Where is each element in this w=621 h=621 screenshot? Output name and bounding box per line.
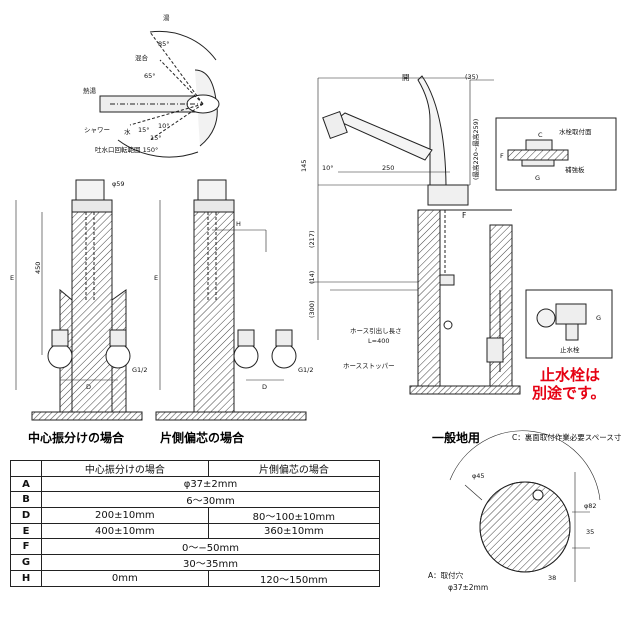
svg-text:85°: 85° (158, 40, 170, 48)
table-row: A φ37±2mm (10, 476, 380, 492)
svg-text:D: D (86, 383, 91, 391)
row-value: φ37±2mm (41, 476, 380, 492)
row-value-center: 200±10mm (41, 507, 209, 524)
svg-text:ホース引出し長さ: ホース引出し長さ (350, 326, 402, 335)
svg-text:G1/2: G1/2 (298, 366, 314, 374)
svg-text:C：裏面取付作業必要スペース寸法: C：裏面取付作業必要スペース寸法 (512, 432, 621, 442)
svg-text:ホースストッパー: ホースストッパー (343, 362, 395, 370)
row-value-offset: 360±10mm (207, 523, 381, 539)
stop-valve-box (525, 289, 613, 359)
row-value-offset: 80〜100±10mm (207, 507, 381, 524)
svg-text:A：取付穴: A：取付穴 (428, 570, 464, 580)
install-view-center-labels: φ59 E 450 D G1/2 (10, 180, 148, 391)
svg-text:F: F (500, 152, 504, 160)
svg-text:水: 水 (124, 127, 131, 136)
svg-text:15°: 15° (138, 126, 150, 134)
mount-detail-labels: C 水栓取付面 F G 補強板 (500, 127, 592, 182)
svg-text:38: 38 (548, 574, 556, 582)
svg-text:450: 450 (34, 262, 42, 274)
svg-text:(35): (35) (465, 73, 478, 81)
row-key: B (10, 491, 42, 508)
svg-text:φ82: φ82 (584, 502, 597, 510)
top-plan-labels: 湯 混合 熱湯 シャワー 水 吐水口回転範囲 150° 85° 65° 15° … (83, 13, 170, 154)
svg-text:10°: 10° (158, 122, 170, 130)
svg-text:L=400: L=400 (368, 337, 389, 345)
svg-text:シャワー: シャワー (84, 126, 110, 134)
spec-header-key (10, 460, 42, 477)
row-key: F (10, 538, 42, 555)
table-row: E 400±10mm 360±10mm (10, 523, 381, 539)
install-view-center (15, 179, 143, 421)
install-view-offset (155, 179, 307, 421)
svg-text:湯: 湯 (163, 13, 170, 22)
row-value: 30〜35mm (41, 554, 380, 571)
row-value: 6〜30mm (41, 491, 380, 508)
row-key: H (10, 570, 42, 587)
svg-text:65°: 65° (144, 72, 156, 80)
svg-text:250: 250 (382, 164, 394, 172)
svg-text:E: E (10, 274, 14, 282)
svg-text:G: G (535, 174, 540, 182)
spec-header-offset: 片側偏芯の場合 (207, 460, 381, 477)
cutout-labels: C：裏面取付作業必要スペース寸法 φ45 φ82 35 38 A：取付穴 φ37… (428, 432, 621, 592)
svg-text:F: F (462, 211, 466, 220)
svg-text:H: H (236, 220, 241, 228)
svg-text:35: 35 (586, 528, 594, 536)
stop-valve-note-line2: 別途です。 (531, 384, 606, 402)
top-plan-view (99, 30, 220, 158)
svg-text:10°: 10° (322, 164, 334, 172)
svg-text:φ45: φ45 (472, 472, 485, 480)
spec-header-center: 中心振分けの場合 (41, 460, 209, 477)
row-value: 0〜−50mm (41, 538, 380, 555)
svg-text:φ37±2mm: φ37±2mm (448, 583, 488, 592)
svg-text:補強板: 補強板 (565, 165, 585, 174)
spec-table-header: 中心振分けの場合 片側偏芯の場合 (10, 460, 381, 477)
table-row: F 0〜−50mm (10, 538, 380, 555)
row-value-center: 0mm (41, 570, 209, 587)
caption-offset: 片側偏芯の場合 (160, 430, 245, 445)
svg-text:(14): (14) (308, 271, 316, 284)
stop-valve-note-line1: 止水栓は (540, 366, 600, 384)
spec-table: 中心振分けの場合 片側偏芯の場合 A φ37±2mm B 6〜30mm D 20… (10, 460, 381, 587)
svg-text:15°: 15° (150, 134, 162, 142)
svg-text:(最高220~最高259): (最高220~最高259) (471, 119, 480, 180)
svg-text:145: 145 (300, 160, 308, 172)
side-view-notes: ホース引出し長さ L=400 ホースストッパー F (343, 211, 466, 370)
table-row: B 6〜30mm (10, 491, 380, 508)
caption-center: 中心振分けの場合 (28, 430, 125, 445)
svg-text:混合: 混合 (135, 53, 149, 62)
cutout-diagram (449, 430, 601, 582)
row-value-center: 400±10mm (41, 523, 209, 539)
row-key: D (10, 507, 42, 524)
install-view-offset-labels: H E D G1/2 (154, 220, 314, 391)
side-view-faucet (317, 75, 494, 340)
mount-detail (495, 117, 617, 191)
row-key: A (10, 476, 42, 492)
svg-text:(300): (300) (308, 301, 316, 318)
svg-text:水栓取付面: 水栓取付面 (559, 127, 592, 136)
svg-text:吐水口回転範囲 150°: 吐水口回転範囲 150° (95, 145, 158, 154)
svg-text:熱湯: 熱湯 (83, 86, 97, 95)
caption-general: 一般地用 (432, 430, 480, 445)
table-row: G 30〜35mm (10, 554, 380, 571)
svg-text:G: G (596, 314, 601, 322)
svg-text:E: E (154, 274, 158, 282)
svg-text:G1/2: G1/2 (132, 366, 148, 374)
stop-valve-labels: G 止水栓 (560, 314, 601, 354)
svg-text:開: 開 (402, 73, 410, 82)
side-view-wall (310, 209, 521, 395)
table-row: H 0mm 120〜150mm (10, 570, 381, 587)
side-view-labels: 開 (35) 145 10° 250 (最高220~最高259) (217) (… (300, 73, 480, 318)
svg-text:止水栓: 止水栓 (560, 345, 580, 354)
svg-text:φ59: φ59 (112, 180, 125, 188)
svg-text:C: C (538, 131, 543, 139)
svg-text:D: D (262, 383, 267, 391)
svg-text:(217): (217) (308, 231, 316, 248)
table-row: D 200±10mm 80〜100±10mm (10, 507, 381, 524)
row-key: G (10, 554, 42, 571)
row-value-offset: 120〜150mm (207, 570, 381, 587)
row-key: E (10, 523, 42, 539)
